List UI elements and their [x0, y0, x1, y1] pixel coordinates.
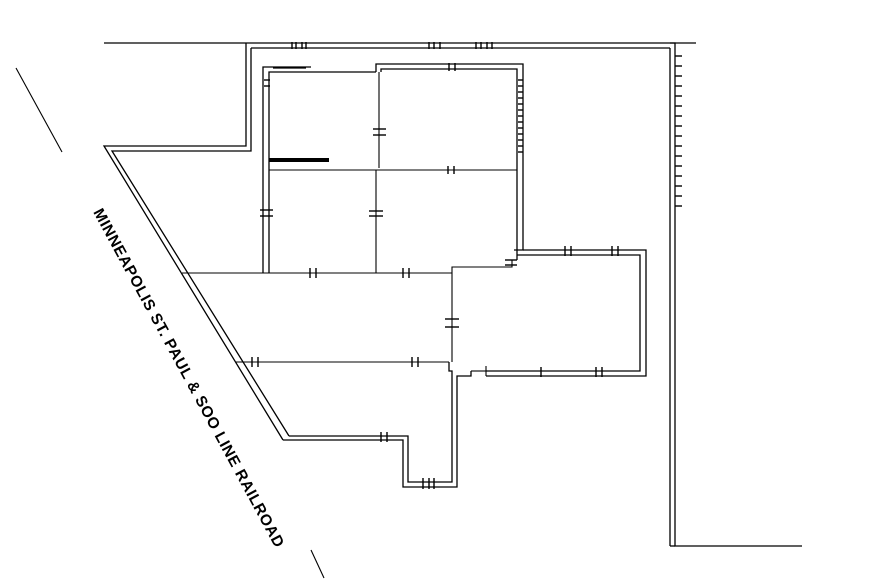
building-wall-south-outer: [283, 371, 472, 488]
site-boundary-east-outer: [670, 42, 802, 547]
railroad-line-upper: [15, 67, 63, 153]
building-wall-ne-inner: [380, 68, 518, 260]
railroad-label: MINNEAPOLIS ST. PAUL & SOO LINE RAILROAD: [89, 206, 287, 551]
building-wall-south-inner: [289, 362, 453, 483]
railroad: MINNEAPOLIS ST. PAUL & SOO LINE RAILROAD: [15, 67, 325, 579]
opening-markers: [251, 63, 619, 489]
top-boundary-openings: [291, 42, 493, 49]
building-wall-nw-inner: [268, 71, 311, 273]
building-wall-east-outer: [486, 249, 647, 377]
east-boundary-ticks: [675, 55, 682, 207]
building-wall-east-inner: [486, 254, 641, 372]
building-wall-ne-outer: [375, 63, 524, 251]
railroad-line-lower: [310, 549, 325, 579]
building: [182, 63, 647, 488]
site-boundary-west-outer: [102, 43, 284, 441]
site-boundary: [102, 42, 802, 547]
building-wall-nw-outer: [262, 66, 311, 273]
east-wing-west-wall: [451, 260, 513, 273]
site-boundary-west-inner: [110, 48, 290, 437]
